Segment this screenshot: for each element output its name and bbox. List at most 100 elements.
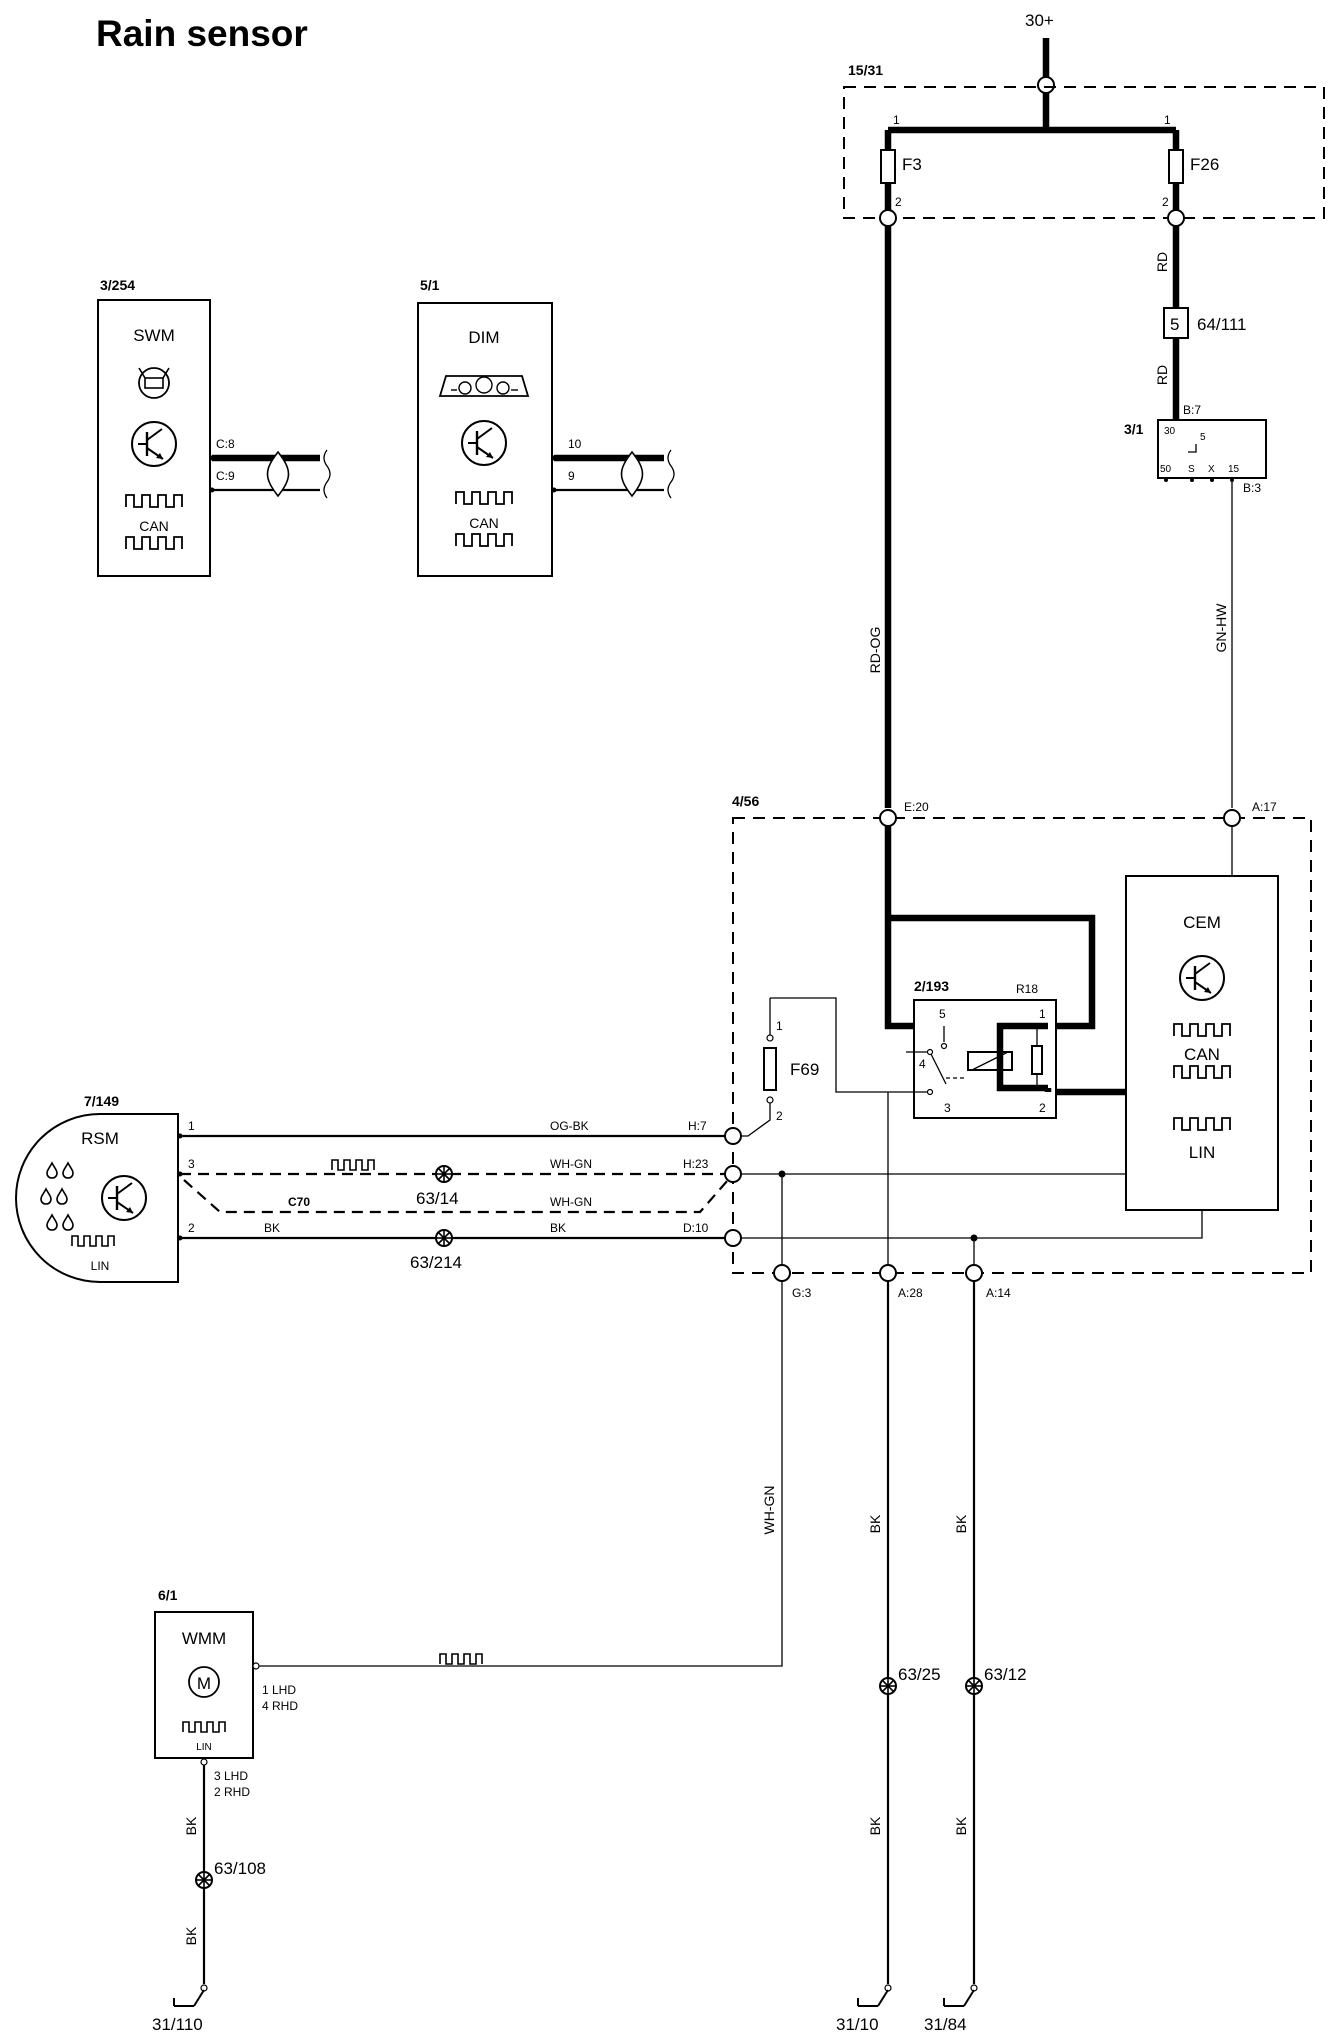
pin-h23: H:23 — [683, 1157, 709, 1171]
supply-label: 30+ — [1025, 11, 1054, 30]
dim-break-mark — [667, 449, 675, 499]
cem-box-label: 4/56 — [732, 793, 759, 809]
wire-wh-gn-wmm — [258, 1281, 783, 1667]
node-g3 — [773, 1264, 791, 1282]
fuse-f69-label: F69 — [790, 1060, 819, 1079]
cem-transistor-icon — [1178, 954, 1226, 1002]
swm-can-label: CAN — [139, 518, 169, 534]
ground-31-110-icon — [173, 1989, 205, 2007]
rsm-lin-label: LIN — [91, 1259, 110, 1273]
wmm-pin-sig-1: 1 LHD — [262, 1683, 296, 1697]
relay-to-cem-wire — [1044, 1088, 1126, 1096]
diagram-title: Rain sensor — [96, 13, 308, 54]
cem-lin-label: LIN — [1189, 1143, 1215, 1162]
wire-bk-label-left: BK — [264, 1221, 280, 1235]
dim-twist-icon — [620, 450, 644, 498]
wmm-id: 6/1 — [158, 1587, 178, 1603]
splice-63-14: 63/14 — [416, 1189, 459, 1208]
fuse-box-label: 15/31 — [848, 62, 883, 78]
dim-transistor-icon — [460, 419, 508, 467]
rsm-id: 7/149 — [84, 1093, 119, 1109]
steering-wheel-icon — [138, 367, 170, 399]
instrument-cluster-icon — [438, 375, 530, 397]
f26-out-node — [1167, 209, 1185, 227]
rsm-pin-2: 2 — [188, 1221, 195, 1235]
wmm-pin-gnd-1: 3 LHD — [214, 1769, 248, 1783]
ignition-pin-b3: B:3 — [1243, 481, 1261, 495]
resistor-r18 — [1031, 1045, 1043, 1075]
wire-rd-upper-label: RD — [1154, 252, 1170, 272]
f3-out-node — [879, 209, 897, 227]
rsm-lin-pulse-wire — [331, 1159, 375, 1171]
dim-pin-9: 9 — [568, 469, 575, 483]
f3-pin-out: 2 — [895, 195, 902, 209]
ground-31-10-icon — [857, 1989, 889, 2007]
ground-31-10: 31/10 — [836, 2015, 879, 2034]
ign-pin-5: 5 — [1200, 432, 1206, 443]
pin-e20: E:20 — [904, 800, 929, 814]
node-a17 — [1223, 809, 1241, 827]
fuse-bus — [884, 93, 1180, 152]
relay-pin-4: 4 — [919, 1057, 926, 1071]
wmm-pin-sig-2: 4 RHD — [262, 1699, 298, 1713]
fuse-f26-label: F26 — [1190, 155, 1219, 174]
wire-wh-gn-label-top: WH-GN — [550, 1157, 592, 1171]
relay-pin-3: 3 — [944, 1101, 951, 1115]
node-a14 — [965, 1264, 983, 1282]
splice-63-108: 63/108 — [214, 1859, 266, 1878]
splice-63-214: 63/214 — [410, 1253, 462, 1272]
swm-twist-icon — [266, 450, 290, 498]
ign-pin-15: 15 — [1228, 464, 1240, 475]
rsm-transistor-icon — [100, 1174, 148, 1222]
wire-bk-label-right: BK — [550, 1221, 566, 1235]
ground-31-110: 31/110 — [152, 2015, 203, 2034]
ground-31-84: 31/84 — [924, 2015, 967, 2034]
cem-label: CEM — [1183, 913, 1221, 932]
wire-wh-gn-wmm-label: WH-GN — [761, 1486, 777, 1535]
wmm-lin-label: LIN — [196, 1742, 212, 1753]
wire-d10-cem — [741, 1210, 1203, 1239]
wire-bk-a14-label-top: BK — [953, 1514, 969, 1533]
ign-contact-symbol — [1188, 444, 1197, 453]
wire-og-bk-label: OG-BK — [550, 1119, 589, 1133]
motor-symbol: M — [197, 1674, 211, 1693]
swm-pin-c9: C:9 — [216, 469, 235, 483]
ign-pin-30: 30 — [1164, 426, 1176, 437]
fuse-f69 — [763, 1047, 777, 1091]
node-h23 — [724, 1165, 742, 1183]
f69-feed-wire — [770, 997, 906, 1093]
ignition-switch-label: 3/1 — [1124, 421, 1144, 437]
splice-63-12-icon — [965, 1677, 983, 1695]
f26-pin-in: 1 — [1164, 113, 1171, 127]
wmm-lin-pulse-wire — [439, 1653, 483, 1665]
swm-break-mark — [323, 449, 331, 499]
relay-switch-contacts — [906, 1026, 947, 1093]
fuse-box-frame — [843, 86, 1325, 219]
fuse-f3-label: F3 — [902, 155, 922, 174]
wire-bk-a28-label-top: BK — [867, 1514, 883, 1533]
dim-can-label: CAN — [469, 515, 499, 531]
wmm-label: WMM — [182, 1629, 226, 1648]
ground-31-84-icon — [943, 1989, 975, 2007]
rsm-label: RSM — [81, 1129, 119, 1148]
ign-pin-x: X — [1208, 464, 1215, 475]
wire-bk-wmm-label-bottom: BK — [183, 1926, 199, 1945]
dim-id: 5/1 — [420, 277, 440, 293]
splice-63-108-icon — [195, 1871, 213, 1889]
swm-pin-c8: C:8 — [216, 437, 235, 451]
pin-a14: A:14 — [986, 1286, 1011, 1300]
dim-label: DIM — [468, 328, 499, 347]
fuse-f26 — [1168, 149, 1184, 184]
splice-63-214-icon — [435, 1229, 453, 1247]
swm-transistor-icon — [130, 420, 178, 468]
fuse-f3 — [880, 149, 896, 184]
motor-icon — [188, 1666, 220, 1698]
f69-pin-1: 1 — [776, 1019, 783, 1033]
pin-d10: D:10 — [683, 1221, 709, 1235]
wire-bk-wmm-label-top: BK — [183, 1816, 199, 1835]
pin-a28: A:28 — [898, 1286, 923, 1300]
cem-can-label: CAN — [1184, 1045, 1220, 1064]
relay-r18: R18 — [1016, 982, 1038, 996]
wire-wh-gn-label-c70: WH-GN — [550, 1195, 592, 1209]
